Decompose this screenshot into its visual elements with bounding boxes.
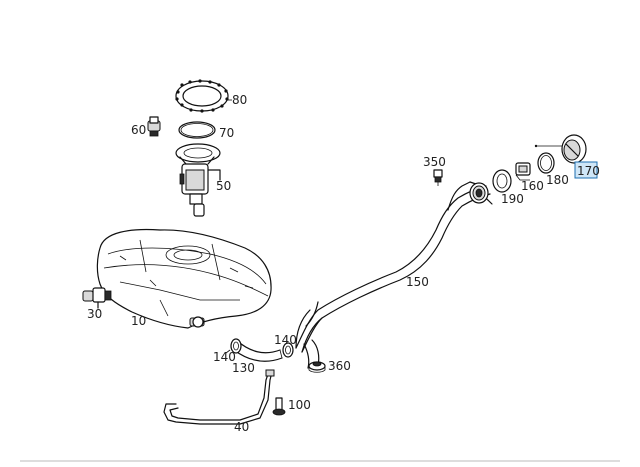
callout-70: 70 xyxy=(219,126,234,140)
callout-170-highlight[interactable]: 170 xyxy=(574,161,600,179)
part-100-bolt[interactable] xyxy=(272,397,286,416)
part-60-sensor[interactable] xyxy=(147,116,161,137)
callout-10: 10 xyxy=(131,314,146,328)
part-140-clamp-left[interactable] xyxy=(230,338,242,354)
callout-130: 130 xyxy=(232,361,255,375)
callout-30: 30 xyxy=(87,307,102,321)
part-30-valve[interactable] xyxy=(82,287,112,309)
callout-360: 360 xyxy=(328,359,351,373)
callout-40: 40 xyxy=(234,420,249,434)
part-360-grommet[interactable] xyxy=(308,361,326,373)
callout-190: 190 xyxy=(501,192,524,206)
part-80-gasket-ring[interactable] xyxy=(175,79,229,113)
callout-170: 170 xyxy=(577,164,600,178)
part-160-ring[interactable] xyxy=(492,169,512,193)
callout-100: 100 xyxy=(288,398,311,412)
callout-80: 80 xyxy=(232,93,247,107)
part-40-tank-strap[interactable] xyxy=(163,369,275,425)
part-170-fuel-cap[interactable] xyxy=(534,134,587,164)
part-350-vent-valve[interactable] xyxy=(433,169,443,186)
callout-140-left: 140 xyxy=(213,350,236,364)
part-150-filler-pipe[interactable] xyxy=(295,181,493,369)
part-160-filler-insert[interactable] xyxy=(515,162,531,181)
callout-150: 150 xyxy=(406,275,429,289)
callout-140-right: 140 xyxy=(274,333,297,347)
part-70-o-ring[interactable] xyxy=(178,121,216,139)
part-190-filler-neck[interactable] xyxy=(469,182,489,204)
part-180-seal-ring[interactable] xyxy=(537,152,555,174)
callout-160: 160 xyxy=(521,179,544,193)
callout-50: 50 xyxy=(216,179,231,193)
callout-350: 350 xyxy=(423,155,446,169)
part-10-fuel-tank[interactable] xyxy=(96,228,272,329)
part-50-fuel-pump-module[interactable] xyxy=(175,143,221,217)
part-140-clamp-right[interactable] xyxy=(282,342,294,358)
callout-180: 180 xyxy=(546,173,569,187)
callout-60: 60 xyxy=(131,123,146,137)
